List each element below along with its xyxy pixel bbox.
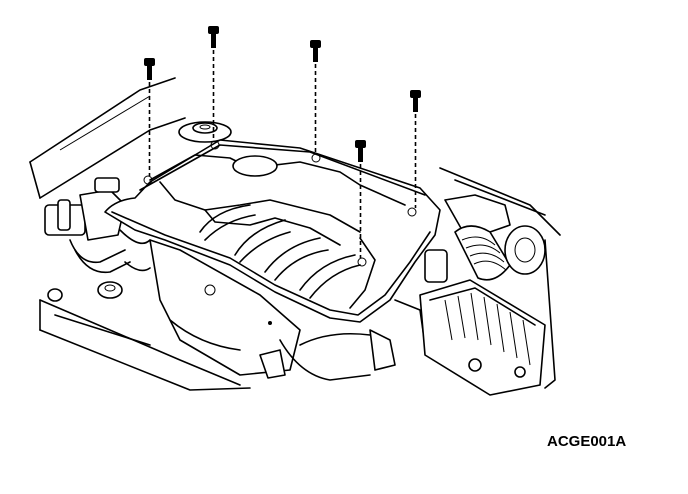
vehicle-body-outline [29, 77, 561, 391]
bolt-5 [355, 140, 366, 258]
bolt-4 [410, 90, 421, 208]
strut-mount-left [178, 121, 232, 143]
air-duct [444, 194, 546, 281]
figure-code-label: ACGE001A [547, 433, 627, 450]
engine-block [149, 239, 426, 381]
left-engine-components [44, 177, 151, 346]
bolt-2 [208, 26, 219, 141]
bolt-3 [310, 40, 321, 154]
engine-cover [104, 139, 441, 323]
bolt-1 [144, 58, 155, 176]
air-filter-box [419, 249, 546, 396]
